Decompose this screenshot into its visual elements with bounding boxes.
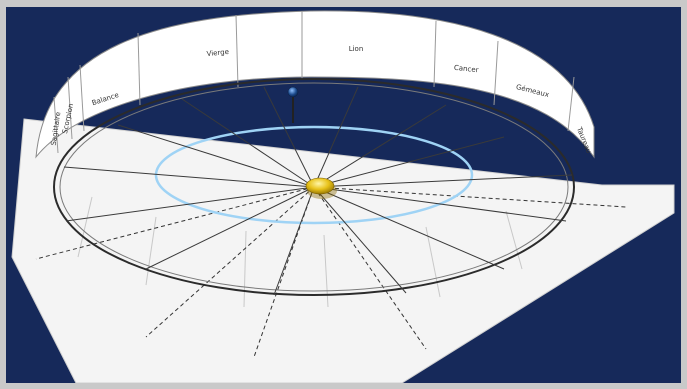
zodiac-diagram: Vierge Lion Cancer Gémeaux Taureau Balan… [11,10,675,383]
zodiac-wall [35,10,595,159]
ecliptic-ring [53,78,575,296]
wall-label-vierge: Vierge [206,48,229,58]
wall-panel-dividers [53,11,575,154]
planet-icon [287,86,299,123]
zodiac-scene: Vierge Lion Cancer Gémeaux Taureau Balan… [6,7,681,383]
floor-board [11,118,675,383]
sun-icon [305,177,337,199]
radial-spokes [63,86,573,296]
orbit-ellipse [154,125,474,225]
ecliptic-ring-inner [59,82,569,292]
wall-label-lion: Lion [349,45,364,53]
wall-label-cancer: Cancer [454,64,479,75]
